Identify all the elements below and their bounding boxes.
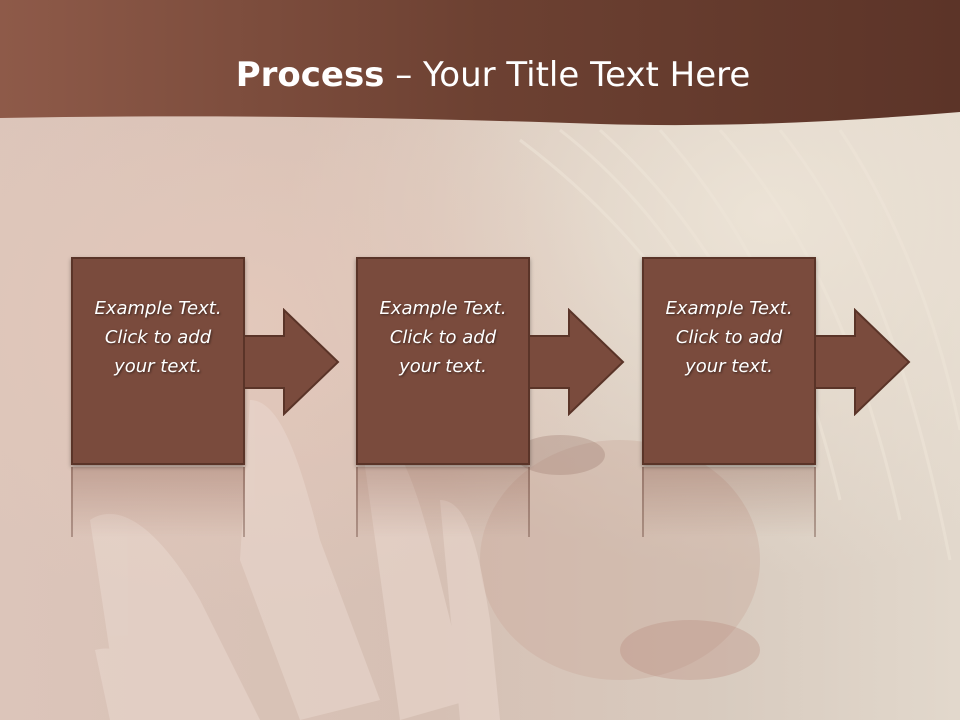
header-band (0, 0, 960, 126)
step-box-3[interactable]: Example Text. Click to add your text. (642, 257, 816, 465)
step-text-line: Click to add (389, 326, 497, 348)
step-text-line: Click to add (675, 326, 783, 348)
step-text-line: your text. (114, 355, 202, 377)
arrow-right-icon (529, 308, 625, 416)
step-3-reflection (642, 467, 816, 537)
step-text-line: Example Text. (379, 297, 507, 319)
step-text-line: Example Text. (94, 297, 222, 319)
page-title: Process – Your Title Text Here (0, 52, 960, 98)
arrow-right-icon (815, 308, 911, 416)
arrow-right-icon (244, 308, 340, 416)
step-text-line: Example Text. (665, 297, 793, 319)
step-text-line: Click to add (104, 326, 212, 348)
step-box-1[interactable]: Example Text. Click to add your text. (71, 257, 245, 465)
step-2-reflection (356, 467, 530, 537)
step-text-line: your text. (685, 355, 773, 377)
step-1-reflection (71, 467, 245, 537)
step-text-line: your text. (399, 355, 487, 377)
step-box-2[interactable]: Example Text. Click to add your text. (356, 257, 530, 465)
title-text: – Your Title Text Here (384, 55, 751, 95)
title-bold: Process (235, 55, 385, 95)
